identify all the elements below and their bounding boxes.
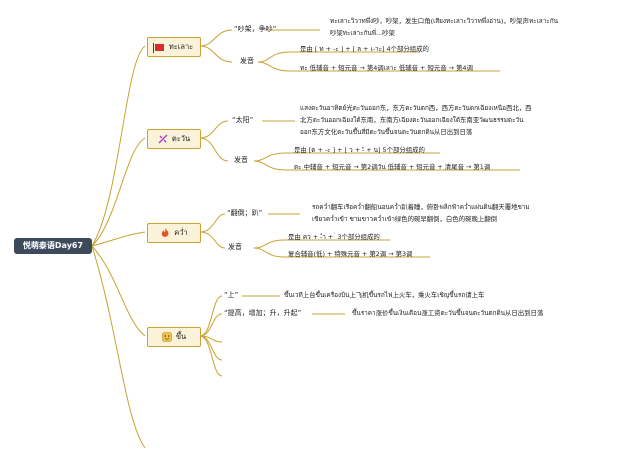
pron-khwam-1: 是由 คว + -ำ + ่ 3个部分组成的 (288, 233, 380, 241)
pron-thalo-2: ทะ 低辅音 + 短元音 → 第4调เลาะ 低辅音 + 短元音 → 第4调 (300, 64, 473, 72)
fire-icon (160, 228, 170, 238)
root-node[interactable]: 悦萌泰语Day67 (14, 238, 92, 254)
node-thalo-label: ทะเลาะ (168, 42, 194, 51)
meaning-khuen-2: “提高，增加；升，升起” (224, 309, 302, 317)
node-tawan-label: ตะวัน (171, 134, 191, 143)
pron-tawan-2: ตะ 中辅音 + 短元音 → 第2调วัน 低辅音 + 短元音 + 清尾音 → … (294, 163, 491, 171)
example-thalo-1: ทะเลาะวิวาทพึ่ง吵，吵架，发生口角(เสียงทะเลาะวิวา… (330, 17, 558, 25)
example-tawan-3: ออก东方文化ตะวันขึ้นสี่มีตะวันขึ้นจนตะวันตกด… (300, 128, 473, 136)
pron-tawan-1: 是由 [ต + -ะ ] + [ ว + -ั + น] 5个部分组成的 (294, 146, 425, 154)
link-root-extra (91, 245, 146, 449)
red-flag-icon (153, 42, 165, 53)
node-thalo[interactable]: ทะเลาะ (147, 37, 201, 57)
node-khuen[interactable]: ขึ้น (147, 327, 201, 347)
example-thalo-2: 吵架ทะเลาะกันพี่...吵架 (330, 29, 395, 37)
meaning-khuen-1: “上” (224, 291, 239, 299)
link-root-branch2 (91, 137, 146, 247)
sparkle-icon (158, 134, 168, 144)
example-khuen-2: ขึ้นราคา涨价ขึ้นเงินเดือน涨工资ตะวันขึ้นจนตะว… (352, 309, 544, 317)
pron-label-thalo: 发音 (240, 57, 254, 65)
example-tawan-1: แสงตะวันอาทิตย์光ตะวันออก东，东方ตะวันตก西，西方ต… (300, 104, 532, 112)
example-khuen-1: ขึ้นเวที上台ขึ้นเครื่องบิน上飞机ขึ้นรถไฟ上火车，乘… (284, 291, 485, 299)
link-root-branch3 (91, 231, 146, 247)
example-khwam-1: รถคว่ำ翻车เรือคว่ำ翻船นอนคว่ำ趴着睡，俯卧พลิกฟ้าคว… (312, 203, 530, 211)
meaning-tawan: “太阳” (232, 116, 254, 124)
pron-label-khwam: 发音 (228, 243, 242, 251)
pron-label-tawan: 发音 (234, 156, 248, 164)
example-tawan-2: 北方ตะวันออกเฉียงใต้东南，东南方เฉียงตะวันออกเฉี… (300, 116, 524, 124)
face-icon (162, 332, 172, 342)
link-root-branch4 (91, 245, 146, 337)
node-tawan[interactable]: ตะวัน (147, 129, 201, 149)
pron-khwam-2: 复合辅音(低) + 特殊元音 + 第2调 → 第3调 (288, 250, 413, 258)
meaning-khwam: “翻倒；趴” (227, 209, 263, 217)
node-khwam-label: คว่ำ (174, 228, 188, 237)
node-khwam[interactable]: คว่ำ (147, 223, 201, 243)
pron-thalo-1: 是由 [ ท + -ะ ] + [ ล + เ-าะ] 4个部分组成的 (300, 45, 429, 53)
meaning-thalo: “吵架，争吵” (234, 25, 277, 33)
example-khwam-2: เขียวคว่ำเข้า ชามขาวคว่ำเข้า绿色的碗早翻倒，白色的碗… (312, 215, 498, 223)
node-khuen-label: ขึ้น (175, 332, 187, 341)
link-root-branch1 (91, 45, 146, 247)
